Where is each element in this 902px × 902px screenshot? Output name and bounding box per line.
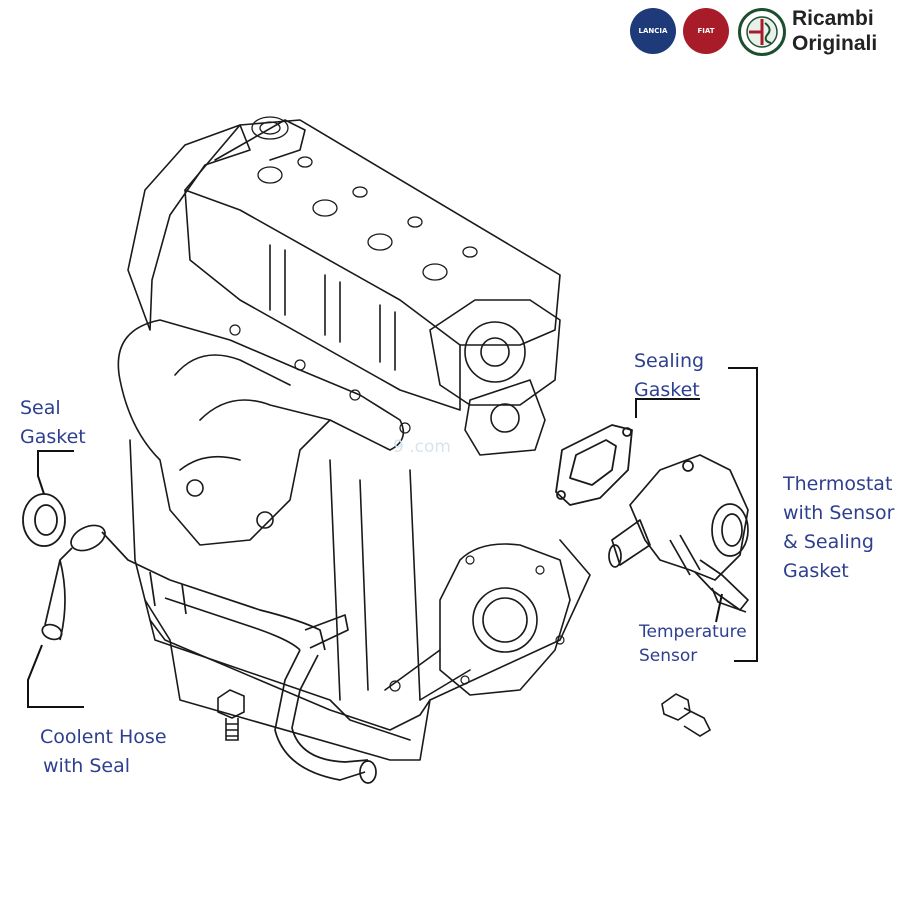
thermostat-label: Thermostat with Sensor & Sealing Gasket <box>783 470 894 586</box>
sealing-gasket-label: Sealing Gasket <box>634 347 704 405</box>
brand-line-2: Originali <box>792 32 878 55</box>
engine-block-drawing <box>117 116 591 761</box>
alfa-romeo-cross-icon <box>746 16 778 48</box>
temperature-sensor-label-line-1: Temperature <box>639 622 747 642</box>
coolent-hose-leader <box>27 644 84 708</box>
coolent-hose-label: Coolent Hose with Seal <box>40 723 167 781</box>
temperature-sensor-leader <box>715 593 723 623</box>
coolant-hose-part <box>41 524 377 784</box>
temperature-sensor-label: Temperature Sensor <box>639 620 747 668</box>
alfa-romeo-logo <box>738 8 786 56</box>
drain-bolt-left <box>217 689 245 741</box>
seal-gasket-label-line-2: Gasket <box>20 426 86 448</box>
brand-title: Ricambi Originali <box>792 6 877 56</box>
thermostat-label-line-3: & Sealing <box>783 531 874 553</box>
fiat-logo-text: FIAT <box>697 27 715 35</box>
lancia-logo: LANCIA <box>630 8 676 54</box>
temperature-sensor-label-line-2: Sensor <box>639 646 698 666</box>
lancia-logo-text: LANCIA <box>638 27 668 35</box>
thermostat-label-line-4: Gasket <box>783 560 849 582</box>
thermostat-label-line-1: Thermostat <box>783 473 893 495</box>
fiat-logo: FIAT <box>683 8 729 54</box>
sealing-gasket-part <box>555 424 633 506</box>
seal-gasket-label-line-1: Seal <box>20 397 61 419</box>
coolent-hose-label-line-1: Coolent Hose <box>40 726 167 748</box>
sealing-gasket-label-line-2: Gasket <box>634 379 700 401</box>
sealing-gasket-label-line-1: Sealing <box>634 350 705 372</box>
bolt-right <box>661 693 712 737</box>
seal-gasket-label: Seal Gasket <box>20 394 86 452</box>
sealing-gasket-leader <box>635 398 700 418</box>
brand-line-1: Ricambi <box>792 7 874 30</box>
coolent-hose-label-line-2: with Seal <box>43 755 131 777</box>
thermostat-label-line-2: with Sensor <box>783 502 895 524</box>
seal-gasket-leader <box>37 450 74 495</box>
seal-gasket-part <box>22 493 66 547</box>
thermostat-bracket <box>728 367 758 662</box>
leader-lines <box>27 367 758 708</box>
watermark: 9 .com <box>393 437 451 457</box>
thermostat-part <box>608 454 749 613</box>
